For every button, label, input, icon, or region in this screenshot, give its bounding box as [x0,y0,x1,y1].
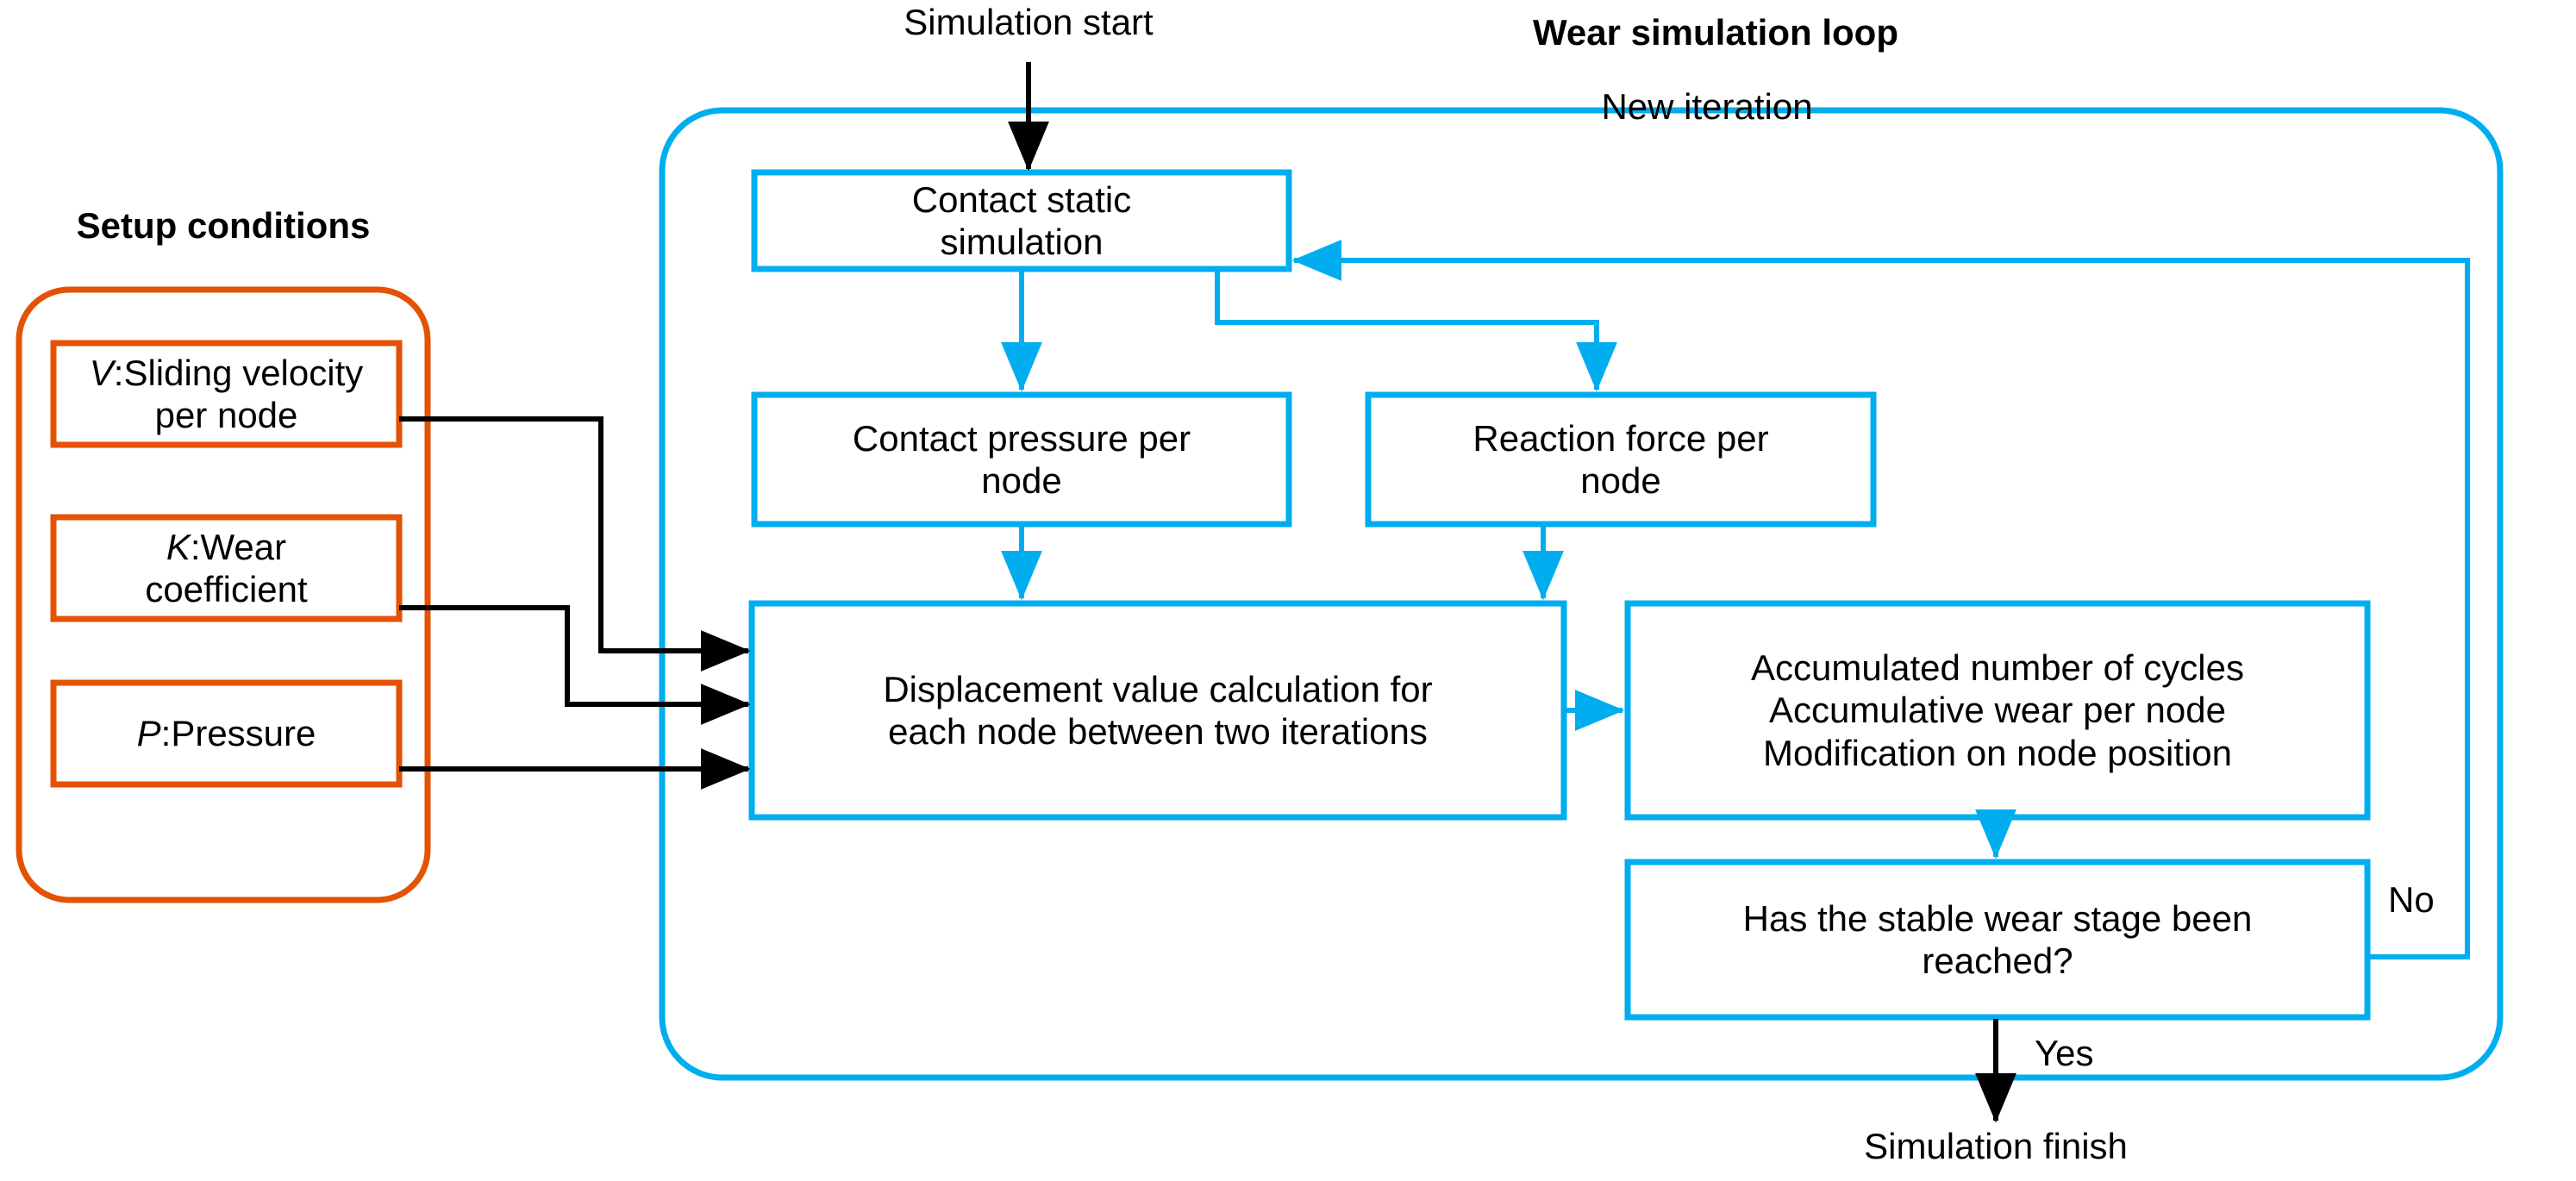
setup-box-v [50,340,403,448]
box-contact-static-simulation [751,169,1292,272]
box-accumulated-results-text: Accumulated number of cycles Accumulativ… [1751,647,2244,773]
box-contact-pressure-per-node-text: Contact pressure per node [852,417,1191,501]
box-displacement-value-calculation [748,600,1567,821]
setup-box-k [50,514,403,622]
setup-text-k: Wear coefficient [145,526,308,609]
setup-sep-v: : [113,352,124,393]
connector-no-new-iteration [1291,240,2470,959]
connector-contact-to-reaction [1215,269,1617,392]
setup-conditions-heading: Setup conditions [76,205,371,246]
setup-symbol-k: K [166,526,191,567]
new-iteration-label: New iteration [1601,86,1813,127]
setup-box-p-text: P:Pressure [53,683,399,784]
yes-label: Yes [2035,1033,2094,1073]
wear-simulation-loop-container [659,107,2504,1081]
box-reaction-force-per-node [1365,391,1877,528]
box-reaction-force-per-node-text: Reaction force per node [1472,417,1769,501]
setup-box-k-text: K:Wear coefficient [53,517,399,619]
connector-k-to-displacement [399,605,751,725]
no-label: No [2388,879,2435,920]
box-stable-wear-decision [1624,859,2371,1021]
box-contact-static-simulation-text: Contact static simulation [911,178,1132,262]
box-accumulated-results [1624,600,2371,821]
simulation-finish-label: Simulation finish [1864,1126,2128,1166]
setup-text-v: Sliding velocity per node [123,352,364,435]
setup-box-p [50,679,403,788]
setup-sep-k: : [190,526,201,567]
connector-v-to-displacement [399,416,751,672]
box-stable-wear-decision-text: Has the stable wear stage been reached? [1742,897,2253,981]
setup-symbol-v: V [89,352,114,393]
setup-conditions-container [16,286,431,903]
setup-sep-p: : [160,713,172,754]
setup-box-v-text: V:Sliding velocity per node [53,343,399,445]
box-displacement-value-calculation-text: Displacement value calculation for each … [883,668,1433,752]
setup-symbol-p: P [136,713,161,754]
setup-text-p: Pressure [171,713,316,754]
simulation-start-label: Simulation start [903,2,1154,42]
wear-simulation-loop-heading: Wear simulation loop [1533,12,1898,53]
